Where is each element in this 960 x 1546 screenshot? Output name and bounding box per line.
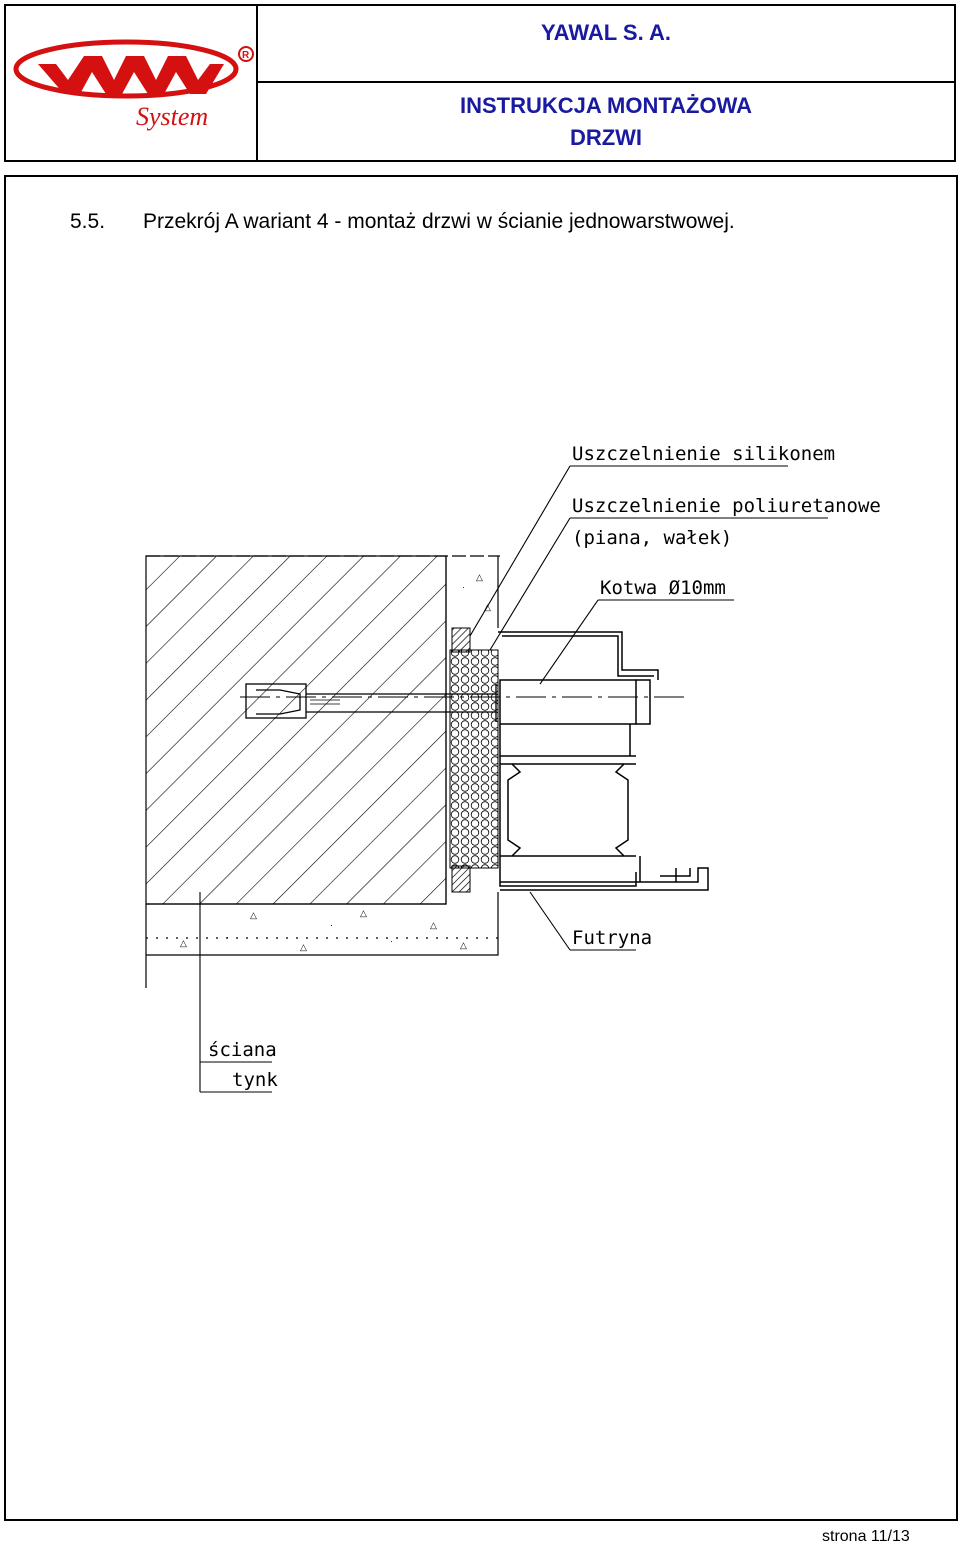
label-polyurethane-seal-note: (piana, wałek) — [572, 527, 732, 549]
wall-section — [145, 555, 500, 905]
company-row: YAWAL S. A. — [258, 6, 954, 83]
section-title: Przekrój A wariant 4 - montaż drzwi w śc… — [143, 210, 735, 233]
svg-text:△: △ — [300, 942, 307, 952]
label-polyurethane-seal: Uszczelnienie poliuretanowe — [572, 495, 881, 517]
label-silicone-seal: Uszczelnienie silikonem — [572, 443, 835, 465]
logo-cell: R System — [6, 6, 258, 160]
svg-text:·: · — [462, 582, 465, 592]
svg-text:R: R — [242, 50, 250, 61]
plaster-layer: △△· △△△ △△△ ··· — [145, 556, 499, 988]
svg-text:·: · — [330, 920, 333, 930]
document-header: R System YAWAL S. A. INSTRUKCJA MONTAŻOW… — [4, 4, 956, 162]
svg-text:△: △ — [250, 910, 257, 920]
svg-text:·: · — [390, 936, 393, 946]
company-name: YAWAL S. A. — [540, 19, 671, 45]
content-frame: 5.5. Przekrój A wariant 4 - montaż drzwi… — [4, 175, 958, 1521]
yawal-logo: R — [13, 39, 254, 99]
label-plaster: tynk — [232, 1069, 278, 1091]
label-wall: ściana — [208, 1039, 277, 1061]
page-number: strona 11/13 — [822, 1528, 910, 1545]
frame-profile — [498, 631, 709, 891]
anchor-bolt — [240, 683, 690, 722]
svg-text:△: △ — [460, 940, 467, 950]
svg-text:△: △ — [476, 572, 483, 582]
svg-text:△: △ — [180, 938, 187, 948]
leader-lines — [199, 465, 828, 1093]
title-row: INSTRUKCJA MONTAŻOWA DRZWI — [258, 83, 954, 160]
svg-text:△: △ — [360, 908, 367, 918]
document-subtitle: DRZWI — [569, 124, 643, 150]
svg-text:·: · — [226, 932, 229, 942]
logo-system-text: System — [136, 102, 209, 131]
label-anchor: Kotwa Ø10mm — [600, 577, 726, 599]
seal-foam — [449, 627, 499, 893]
svg-text:△: △ — [430, 920, 437, 930]
label-frame: Futryna — [572, 927, 652, 949]
document-title: INSTRUKCJA MONTAŻOWA — [459, 92, 753, 118]
section-number: 5.5. — [70, 210, 106, 233]
